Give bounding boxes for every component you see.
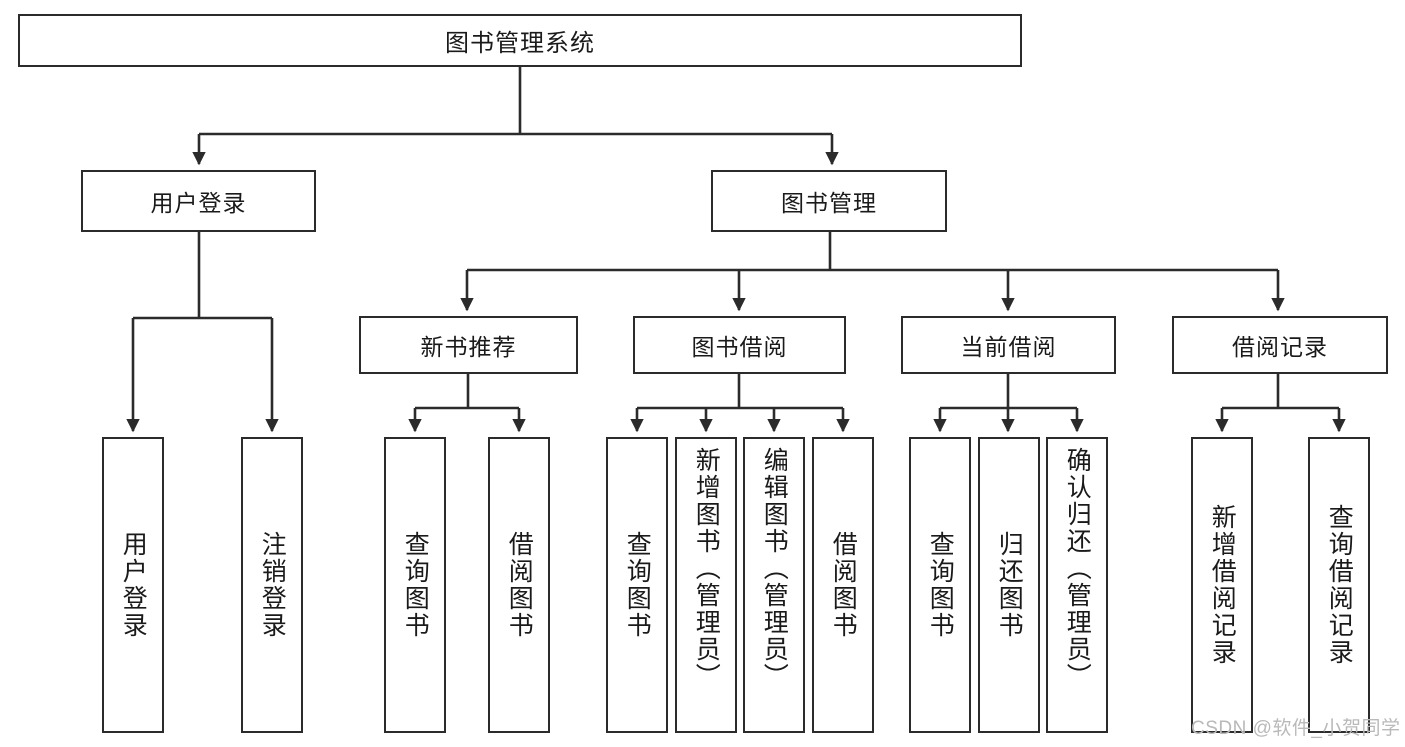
node-leaf-query-book-1[interactable]: 查询图书 <box>384 437 446 733</box>
node-label: 图书管理 <box>781 190 877 216</box>
node-leaf-query-book-3[interactable]: 查询图书 <box>909 437 971 733</box>
node-label: 新增图书（管理员） <box>692 447 721 690</box>
node-root-book-management-system[interactable]: 图书管理系统 <box>18 14 1022 67</box>
node-leaf-logout[interactable]: 注销登录 <box>241 437 303 733</box>
node-label: 确认归还（管理员） <box>1063 447 1092 690</box>
node-new-book-recommend[interactable]: 新书推荐 <box>359 316 578 374</box>
node-label: 借阅图书 <box>829 531 858 639</box>
node-label: 查询借阅记录 <box>1325 504 1354 666</box>
node-leaf-add-record[interactable]: 新增借阅记录 <box>1191 437 1253 733</box>
node-leaf-borrow-book-1[interactable]: 借阅图书 <box>488 437 550 733</box>
node-label: 编辑图书（管理员） <box>760 447 789 690</box>
node-label: 用户登录 <box>150 190 247 216</box>
node-label: 查询图书 <box>401 531 430 639</box>
node-current-borrow[interactable]: 当前借阅 <box>901 316 1116 374</box>
node-label: 新增借阅记录 <box>1208 504 1237 666</box>
csdn-watermark: CSDN @软件_小贺同学 <box>1191 718 1401 739</box>
node-label: 归还图书 <box>995 531 1024 639</box>
node-label: 图书管理系统 <box>445 30 595 57</box>
node-user-login[interactable]: 用户登录 <box>81 170 316 232</box>
node-label: 用户登录 <box>119 531 148 639</box>
node-leaf-confirm-return[interactable]: 确认归还（管理员） <box>1046 437 1108 733</box>
node-leaf-add-book[interactable]: 新增图书（管理员） <box>675 437 737 733</box>
node-leaf-edit-book[interactable]: 编辑图书（管理员） <box>743 437 805 733</box>
node-leaf-query-record[interactable]: 查询借阅记录 <box>1308 437 1370 733</box>
node-label: 借阅记录 <box>1232 334 1328 360</box>
node-borrow-record[interactable]: 借阅记录 <box>1172 316 1388 374</box>
node-label: 注销登录 <box>258 531 287 639</box>
node-label: 图书借阅 <box>691 334 788 360</box>
node-label: 新书推荐 <box>420 334 517 360</box>
node-leaf-query-book-2[interactable]: 查询图书 <box>606 437 668 733</box>
node-label: 查询图书 <box>623 531 652 639</box>
node-label: 借阅图书 <box>505 531 534 639</box>
node-leaf-return-book[interactable]: 归还图书 <box>978 437 1040 733</box>
node-leaf-borrow-book-2[interactable]: 借阅图书 <box>812 437 874 733</box>
node-book-management[interactable]: 图书管理 <box>711 170 947 232</box>
node-label: 查询图书 <box>926 531 955 639</box>
node-label: 当前借阅 <box>960 334 1057 360</box>
node-leaf-user-login[interactable]: 用户登录 <box>102 437 164 733</box>
node-book-borrow[interactable]: 图书借阅 <box>633 316 846 374</box>
